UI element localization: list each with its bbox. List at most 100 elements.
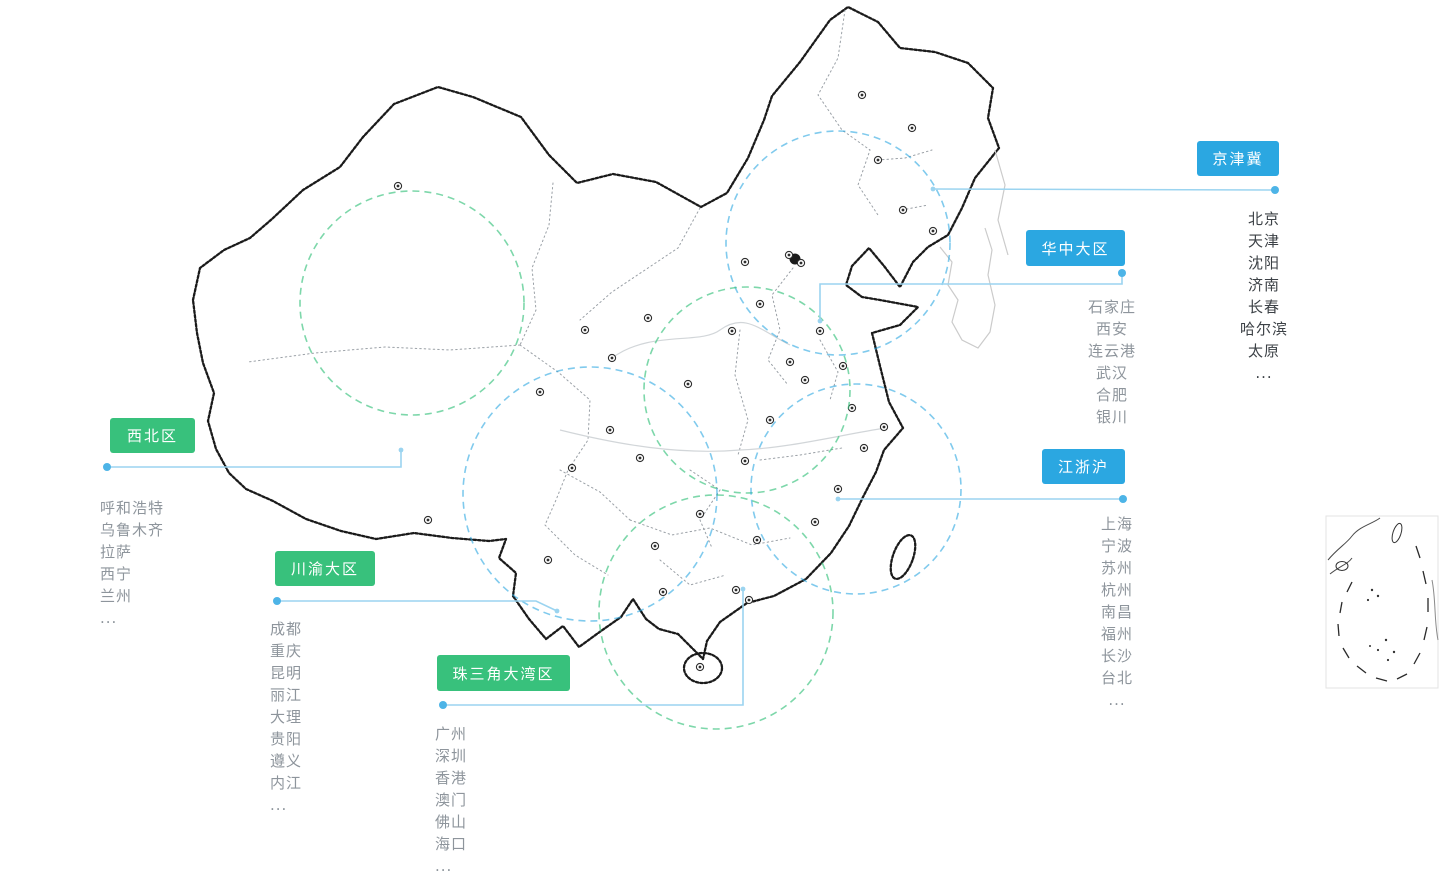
city-item: 拉萨 [100, 543, 133, 561]
city-item: 杭州 [1100, 581, 1134, 599]
city-item: 重庆 [270, 642, 303, 660]
city-marker [393, 181, 403, 191]
leader-anchor-dot [103, 463, 111, 471]
city-marker [838, 361, 848, 371]
city-marker [605, 425, 615, 435]
city-item: 合肥 [1095, 386, 1129, 404]
city-marker [423, 515, 433, 525]
inset-philippines [1431, 579, 1439, 641]
city-item: 兰州 [100, 587, 133, 605]
city-item: 西安 [1095, 320, 1129, 338]
inset-nine-dash-line [1337, 545, 1429, 682]
city-item: 澳门 [435, 791, 468, 809]
leader-line-chuanyu [277, 600, 558, 612]
leader-anchor-dot [273, 597, 281, 605]
region-badge-jingjinji[interactable]: 京津冀 [1197, 141, 1279, 176]
city-item: 呼和浩特 [100, 499, 165, 517]
city-marker [796, 258, 806, 268]
leader-anchor-dot [1118, 269, 1126, 277]
region-badge-huazhong[interactable]: 华中大区 [1026, 230, 1125, 266]
city-item: 大理 [270, 708, 303, 726]
region-badge-jiangzhehu[interactable]: 江浙沪 [1042, 449, 1125, 484]
city-marker [765, 415, 775, 425]
city-marker [567, 463, 577, 473]
region-badge-xibei[interactable]: 西北区 [110, 418, 195, 453]
region-badge-chuanyu[interactable]: 川渝大区 [275, 551, 375, 586]
zone-circle-huazhong [643, 286, 851, 494]
city-marker [833, 484, 843, 494]
city-item: 深圳 [435, 747, 468, 765]
city-item: 连云港 [1087, 342, 1137, 360]
hainan-island [682, 651, 724, 685]
city-item: 济南 [1247, 276, 1281, 294]
city-marker [580, 325, 590, 335]
south-china-sea-inset [1325, 515, 1439, 689]
city-marker [810, 517, 820, 527]
region-cities-chuanyu: 成都 重庆 昆明 丽江 大理 贵阳 遵义 内江 ... [270, 618, 302, 816]
region-cities-dawanqu: 广州 深圳 香港 澳门 佛山 海口 ... [435, 723, 467, 877]
neighbor-coastline [939, 149, 1009, 349]
region-badge-dawanqu[interactable]: 珠三角大湾区 [437, 655, 570, 691]
city-item: 南昌 [1100, 603, 1134, 621]
city-marker [683, 379, 693, 389]
leader-anchor-dot [1271, 186, 1279, 194]
city-item: 福州 [1100, 625, 1134, 643]
city-marker [755, 299, 765, 309]
city-item: 广州 [435, 725, 468, 743]
city-item: 台北 [1100, 669, 1134, 687]
city-item: 宁波 [1100, 537, 1134, 555]
city-marker [607, 353, 617, 363]
city-item: 遵义 [270, 752, 303, 770]
city-item-more: ... [1108, 691, 1126, 709]
inset-islands [1366, 588, 1396, 662]
city-item: 哈尔滨 [1239, 320, 1289, 338]
leader-line-xibei [107, 450, 402, 468]
city-item-more: ... [100, 609, 118, 627]
region-cities-huazhong: 石家庄 西安 连云港 武汉 合肥 银川 [1088, 296, 1136, 428]
leader-anchor-dot [1119, 495, 1127, 503]
city-marker [859, 443, 869, 453]
region-overlays [103, 130, 1279, 730]
city-marker [785, 357, 795, 367]
city-item: 沈阳 [1247, 254, 1281, 272]
city-item: 银川 [1095, 408, 1129, 426]
leader-line-jingjinji [932, 188, 1276, 191]
city-item: 长沙 [1100, 647, 1134, 665]
city-item: 武汉 [1095, 364, 1129, 382]
city-marker [815, 326, 825, 336]
city-marker [695, 662, 705, 672]
leader-end-dot [398, 447, 404, 453]
city-marker [543, 555, 553, 565]
city-item: 成都 [270, 620, 303, 638]
region-overlay-xibei [103, 190, 525, 471]
leader-anchor-dot [439, 701, 447, 709]
zone-circle-xibei [299, 190, 525, 416]
city-item: 昆明 [270, 664, 303, 682]
city-marker [928, 226, 938, 236]
city-item: 佛山 [435, 813, 468, 831]
leader-line-huazhong [819, 273, 1123, 321]
city-item: 乌鲁木齐 [100, 521, 165, 539]
region-cities-xibei: 呼和浩特 乌鲁木齐 拉萨 西宁 兰州 ... [100, 497, 164, 629]
city-marker [752, 535, 762, 545]
city-marker [695, 509, 705, 519]
city-item: 海口 [435, 835, 468, 853]
city-item: 贵阳 [270, 730, 303, 748]
city-marker [907, 123, 917, 133]
city-marker [800, 375, 810, 385]
zone-circle-dawanqu [598, 494, 834, 730]
taiwan-island [889, 533, 917, 581]
city-marker [873, 155, 883, 165]
city-marker [740, 257, 750, 267]
city-marker [731, 585, 741, 595]
city-item: 西宁 [100, 565, 133, 583]
city-item: 上海 [1100, 515, 1134, 533]
region-overlay-dawanqu [439, 494, 834, 730]
city-marker [740, 456, 750, 466]
region-overlay-huazhong [643, 269, 1126, 494]
inset-taiwan [1391, 522, 1403, 544]
city-item-more: ... [435, 857, 453, 875]
city-marker [898, 205, 908, 215]
leader-end-dot [554, 608, 560, 614]
